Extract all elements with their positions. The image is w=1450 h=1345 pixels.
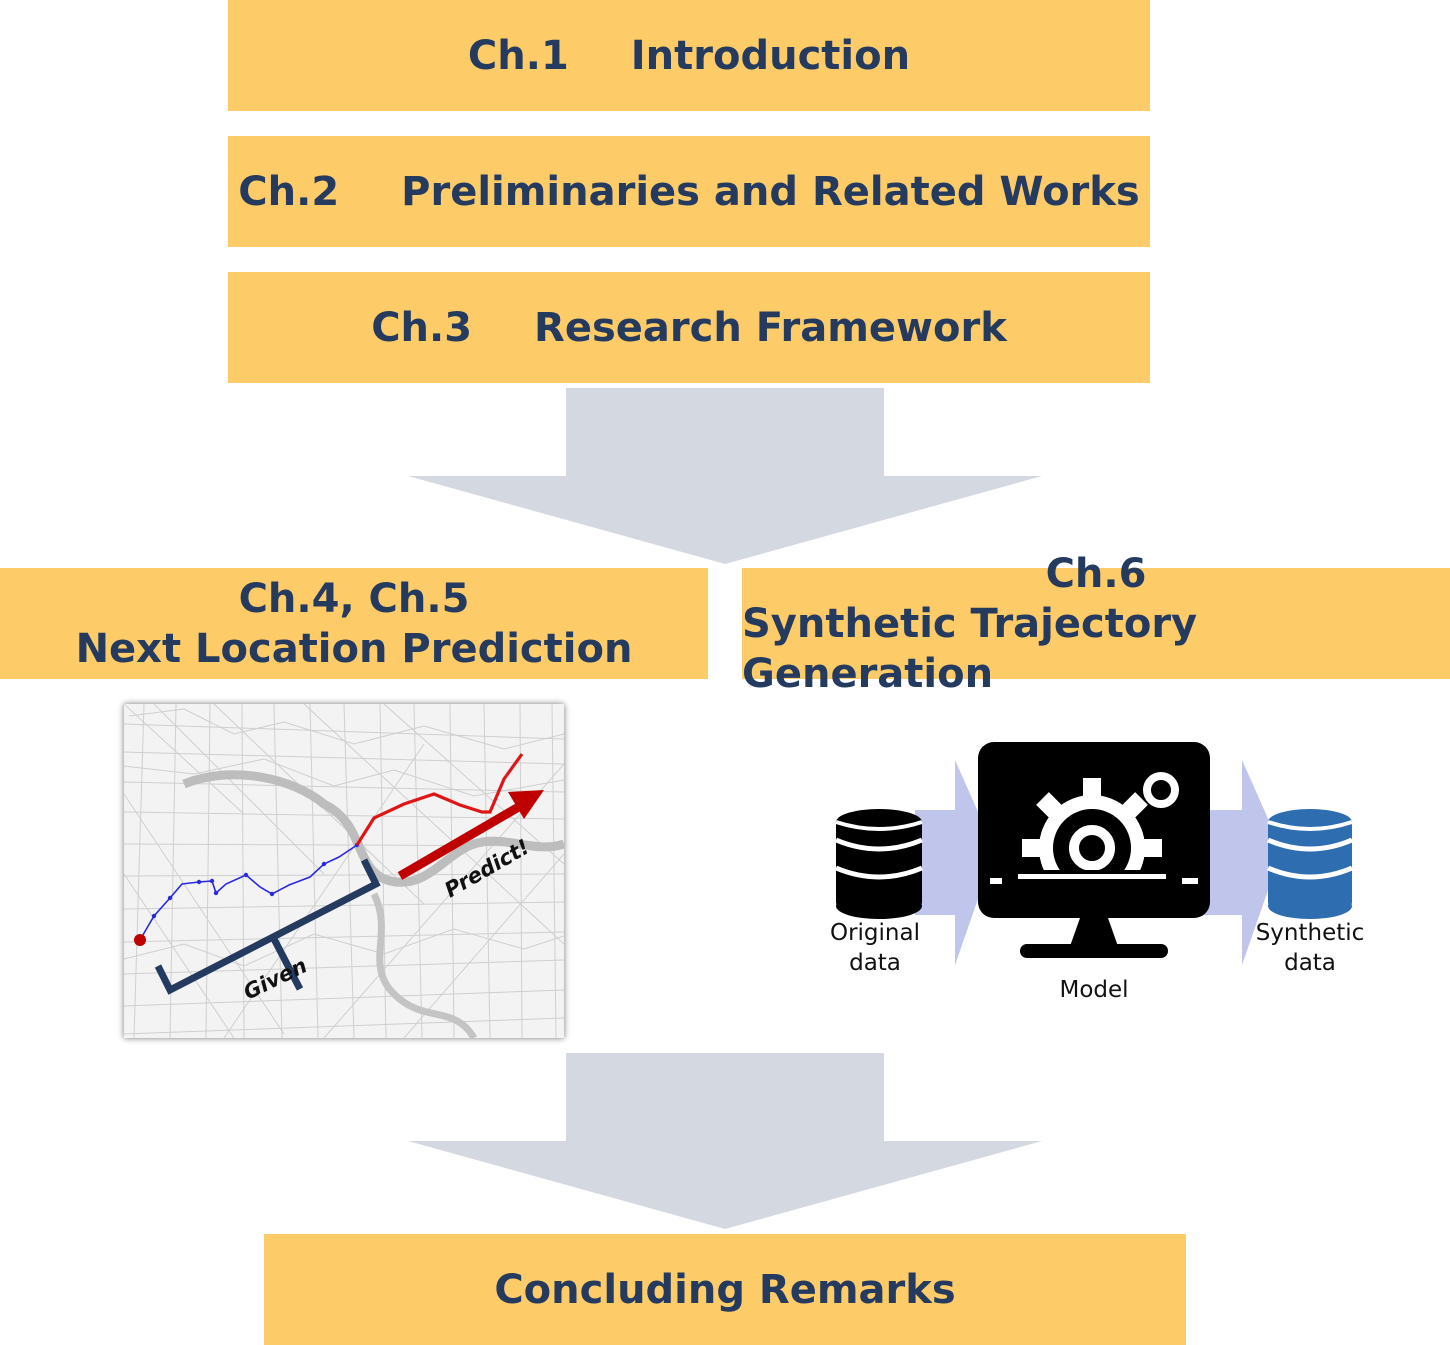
branch-title: Synthetic Trajectory Generation: [742, 600, 1198, 697]
chapter-box-2: Ch.2 Preliminaries and Related Works: [228, 136, 1150, 247]
conclusion-box: Concluding Remarks: [264, 1234, 1186, 1345]
chapter-number: Ch.2: [238, 168, 340, 215]
synthetic-database-icon: [1267, 809, 1353, 919]
original-data-label: Original data: [829, 920, 920, 976]
model-computer-icon: [978, 742, 1210, 958]
generation-pipeline: [835, 742, 1353, 965]
down-arrow-1: [408, 388, 1042, 564]
chapter-title: Preliminaries and Related Works: [401, 168, 1140, 215]
model-label: Model: [1059, 977, 1129, 1003]
street-grid: [124, 704, 564, 1038]
chapter-box-1: Ch.1 Introduction: [228, 0, 1150, 111]
chapter-title: Introduction: [630, 32, 911, 79]
predict-arrow: [397, 801, 525, 880]
output-flow-arrow: [1202, 760, 1282, 965]
chapter-title: Research Framework: [534, 304, 1007, 351]
predicted-trajectory: [355, 753, 524, 846]
branch-number: Ch.4, Ch.5: [238, 575, 470, 622]
start-point-icon: [134, 934, 146, 946]
branch-box-generation: Ch.6 Synthetic Trajectory Generation: [742, 551, 1450, 697]
branch-title: Next Location Prediction: [75, 625, 633, 672]
gear-icon: [1002, 778, 1182, 910]
original-database-icon: [835, 809, 923, 919]
branch-number: Ch.6: [1045, 550, 1147, 597]
conclusion-title: Concluding Remarks: [494, 1266, 956, 1313]
chapter-box-3: Ch.3 Research Framework: [228, 272, 1150, 383]
down-arrow-2: [408, 1053, 1042, 1229]
branch-box-prediction: Ch.4, Ch.5 Next Location Prediction: [0, 568, 708, 679]
synthetic-data-label: Synthetic data: [1255, 920, 1365, 976]
input-flow-arrow: [915, 760, 995, 965]
chapter-number: Ch.1: [467, 32, 569, 79]
river: [182, 770, 564, 887]
street-map: Given Predict!: [124, 704, 564, 1038]
chapter-number: Ch.3: [371, 304, 473, 351]
trajectory-map-figure: Given Predict!: [124, 704, 564, 1038]
given-trajectory: [139, 844, 358, 941]
